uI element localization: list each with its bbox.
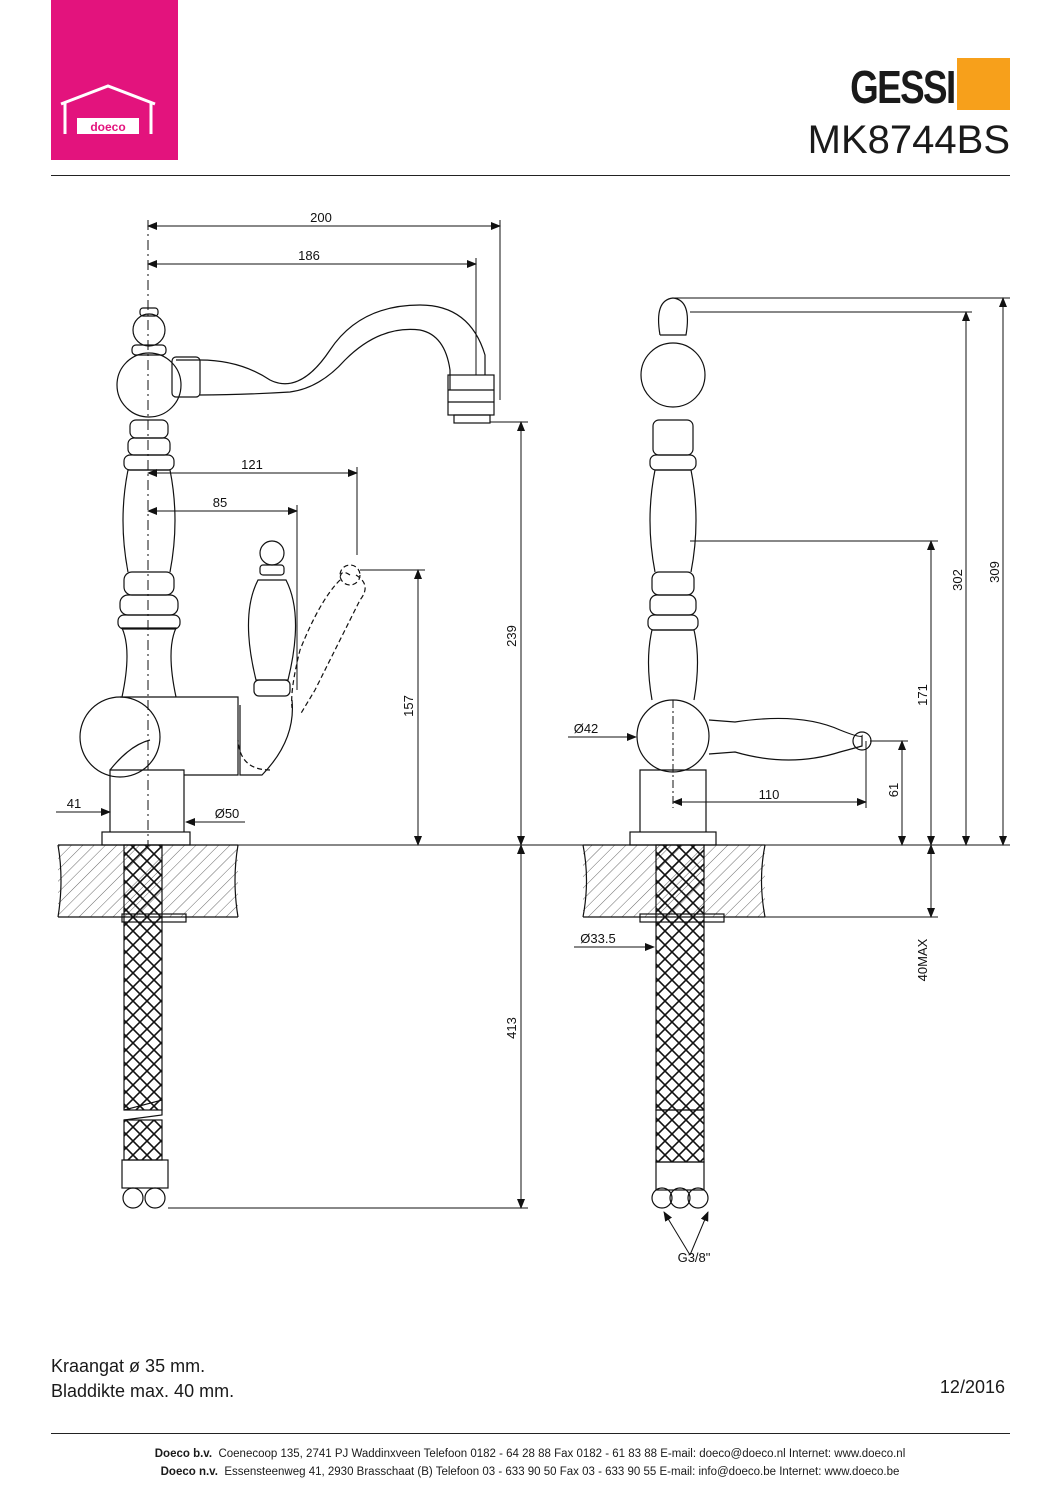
doeco-logo: doeco [51,0,178,160]
dim-42: Ø42 [574,721,599,736]
front-view [57,304,495,1209]
footer-company-nl: Doeco b.v. [154,1448,213,1460]
dim-121: 121 [241,457,263,472]
dimension-lines [56,220,1010,1256]
dim-309: 309 [987,561,1002,583]
dim-85: 85 [213,495,227,510]
dim-110: 110 [759,787,780,802]
note-hole: Kraangat ø 35 mm. [51,1356,206,1376]
dim-413: 413 [504,1017,519,1039]
technical-drawing: 200 186 121 85 239 157 41 Ø50 413 302 30… [56,210,1010,1265]
dim-171: 171 [915,684,930,706]
header-rule [51,175,1010,176]
installation-notes: Kraangat ø 35 mm. Bladdikte max. 40 mm. [51,1354,234,1404]
dim-41: 41 [67,796,81,811]
gessi-logo: GESSI [824,58,1010,110]
gessi-logo-text: GESSI [850,61,957,113]
drawing-date: 12/2016 [939,1377,1005,1397]
note-thickness: Bladdikte max. 40 mm. [51,1381,235,1401]
dim-302: 302 [950,569,965,591]
dim-40max: 40MAX [915,938,930,981]
dim-157: 157 [401,695,416,717]
dim-239: 239 [504,625,519,647]
dim-33-5: Ø33.5 [580,931,615,946]
footer-line-be: Doeco n.v. Essensteenweg 41, 2930 Brassc… [0,1466,1060,1478]
gessi-logo-square [957,58,1010,110]
footer-address-be: Essensteenweg 41, 2930 Brasschaat (B) Te… [224,1466,900,1478]
dim-200: 200 [310,210,332,225]
footer-rule [51,1433,1010,1434]
dim-50: Ø50 [215,806,240,821]
house-icon: doeco [60,84,156,134]
footer-line-nl: Doeco b.v. Coenecoop 135, 2741 PJ Waddin… [0,1448,1060,1460]
footer-company-be: Doeco n.v. [160,1466,218,1478]
footer-address-nl: Coenecoop 135, 2741 PJ Waddinxveen Telef… [218,1448,906,1460]
dim-186: 186 [298,248,320,263]
side-view [582,297,872,1209]
model-number: MK8744BS [807,118,1010,162]
doeco-logo-text: doeco [90,120,125,134]
dim-61: 61 [886,783,901,797]
dim-g3-8: G3/8" [678,1250,711,1265]
